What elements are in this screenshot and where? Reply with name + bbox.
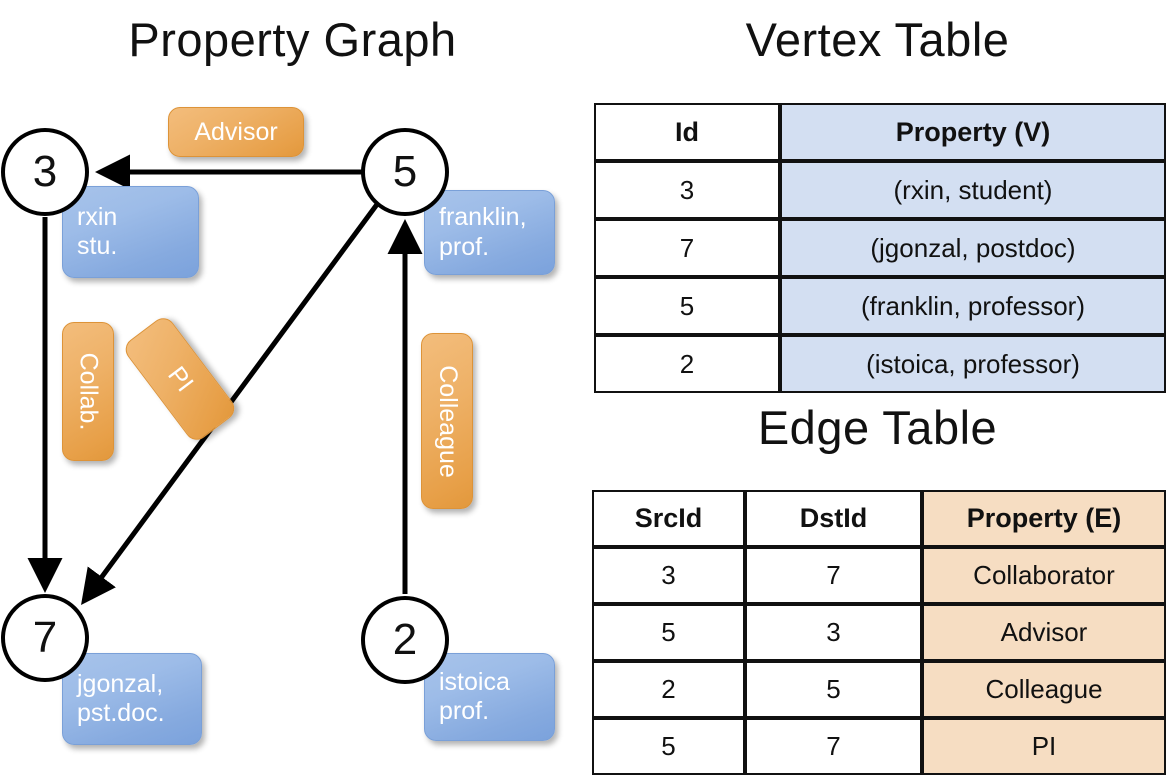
edge-cell-dstid: 5 — [745, 661, 922, 718]
vertex-table-header-row: Id Property (V) — [594, 103, 1166, 161]
graph-node-3[interactable]: 3 — [1, 128, 89, 216]
edge-label-advisor-text: Advisor — [194, 117, 278, 146]
edge-cell-srcid: 5 — [592, 604, 745, 661]
edge-cell-srcid: 2 — [592, 661, 745, 718]
vertex-table-header-id: Id — [594, 103, 780, 161]
table-row: 5 (franklin, professor) — [594, 277, 1166, 335]
table-row: 5 7 PI — [592, 718, 1166, 775]
graph-node-2-label: 2 — [392, 615, 418, 664]
page-title-vertex-table: Vertex Table — [745, 13, 1010, 66]
graph-node-7-label: 7 — [32, 613, 58, 662]
vertex-property-box-franklin-text: franklin,prof. — [439, 203, 527, 261]
edge-cell-dstid: 3 — [745, 604, 922, 661]
graph-node-2[interactable]: 2 — [361, 596, 449, 684]
edge-cell-property: PI — [922, 718, 1166, 775]
page-title-property-graph: Property Graph — [128, 13, 457, 66]
edge-table-header-property: Property (E) — [922, 490, 1166, 547]
vertex-cell-property: (rxin, student) — [780, 161, 1166, 219]
vertex-property-box-jgonzal-text: jgonzal,pst.doc. — [77, 669, 165, 728]
table-row: 7 (jgonzal, postdoc) — [594, 219, 1166, 277]
edge-cell-property: Colleague — [922, 661, 1166, 718]
edge-label-colleague-text: Colleague — [433, 364, 462, 478]
graph-node-5[interactable]: 5 — [361, 128, 449, 216]
vertex-cell-id: 5 — [594, 277, 780, 335]
table-row: 5 3 Advisor — [592, 604, 1166, 661]
edge-table-header-srcid: SrcId — [592, 490, 745, 547]
graph-node-5-label: 5 — [392, 147, 418, 196]
vertex-table-header-property: Property (V) — [780, 103, 1166, 161]
vertex-cell-property: (franklin, professor) — [780, 277, 1166, 335]
edge-cell-property: Advisor — [922, 604, 1166, 661]
edge-label-collab[interactable]: Collab. — [62, 322, 114, 461]
table-row: 2 (istoica, professor) — [594, 335, 1166, 393]
vertex-cell-id: 2 — [594, 335, 780, 393]
page-title-edge-table: Edge Table — [757, 401, 998, 454]
vertex-table: Id Property (V) 3 (rxin, student) 7 (jgo… — [594, 103, 1166, 393]
edge-cell-dstid: 7 — [745, 547, 922, 604]
edge-label-advisor[interactable]: Advisor — [168, 107, 304, 157]
edge-label-pi-text: PI — [162, 360, 199, 397]
vertex-property-box-jgonzal[interactable]: jgonzal,pst.doc. — [62, 653, 202, 745]
edge-cell-srcid: 3 — [592, 547, 745, 604]
edge-label-collab-text: Collab. — [74, 352, 103, 431]
vertex-cell-id: 7 — [594, 219, 780, 277]
vertex-cell-property: (jgonzal, postdoc) — [780, 219, 1166, 277]
graph-node-3-label: 3 — [32, 147, 58, 196]
edge-table-header-row: SrcId DstId Property (E) — [592, 490, 1166, 547]
vertex-cell-id: 3 — [594, 161, 780, 219]
table-row: 3 (rxin, student) — [594, 161, 1166, 219]
graph-node-7[interactable]: 7 — [1, 594, 89, 682]
edge-cell-srcid: 5 — [592, 718, 745, 775]
edge-table: SrcId DstId Property (E) 3 7 Collaborato… — [592, 490, 1166, 775]
vertex-property-box-franklin[interactable]: franklin,prof. — [424, 190, 555, 275]
edge-cell-property: Collaborator — [922, 547, 1166, 604]
vertex-cell-property: (istoica, professor) — [780, 335, 1166, 393]
edge-label-colleague[interactable]: Colleague — [421, 333, 473, 509]
edge-table-header-dstid: DstId — [745, 490, 922, 547]
edge-cell-dstid: 7 — [745, 718, 922, 775]
table-row: 2 5 Colleague — [592, 661, 1166, 718]
table-row: 3 7 Collaborator — [592, 547, 1166, 604]
